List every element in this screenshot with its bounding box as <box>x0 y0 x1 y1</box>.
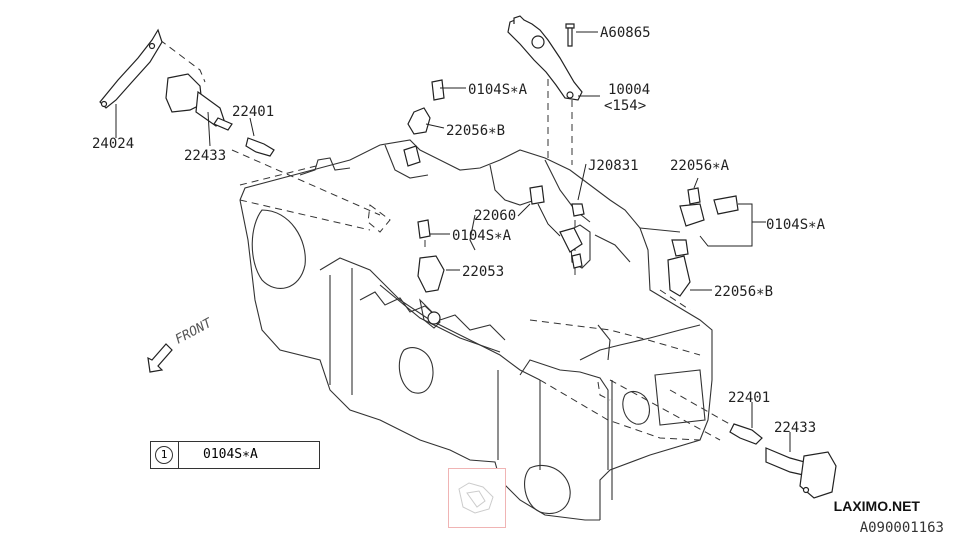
label-22056b-right: 22056∗B <box>714 284 773 300</box>
front-direction-arrow: FRONT <box>147 315 216 373</box>
label-22401-left: 22401 <box>232 104 274 120</box>
label-a60865: A60865 <box>600 25 651 41</box>
sensor-22056a-right <box>679 187 739 227</box>
label-22433-right: 22433 <box>774 420 816 436</box>
label-24024: 24024 <box>92 136 134 152</box>
engine-block <box>239 139 713 521</box>
legend-divider <box>178 442 179 468</box>
sensor-22053 <box>417 219 445 325</box>
part-labels: A60865 10004 <154> 0104S∗A 22056∗B 22401… <box>92 25 826 436</box>
spark-plug-right <box>729 423 763 445</box>
ignition-coil-left <box>165 73 233 131</box>
spark-plug-left <box>245 137 275 157</box>
diagram-code: A090001163 <box>859 520 944 536</box>
brand-watermark: LAXIMO.NET <box>833 498 920 514</box>
label-10004-qty: <154> <box>604 98 646 114</box>
ignition-coil-right <box>765 447 837 499</box>
label-22056a-right: 22056∗A <box>670 158 730 174</box>
label-22060: 22060 <box>474 208 516 224</box>
sensor-22056b-right <box>667 239 691 297</box>
sensor-22060 <box>529 185 583 269</box>
thumbnail-preview[interactable] <box>448 468 506 528</box>
sensor-22056b-top <box>403 79 445 167</box>
leader-lines <box>115 31 791 452</box>
thumbnail-sketch-icon <box>458 482 494 514</box>
bolt-a60865 <box>565 23 575 47</box>
front-label: FRONT <box>173 315 216 347</box>
bracket-24024 <box>99 28 163 109</box>
label-10004: 10004 <box>608 82 650 98</box>
legend-part-number: 0104S∗A <box>203 447 258 462</box>
label-0104sa-mid: 0104S∗A <box>452 228 512 244</box>
alignment-lines <box>159 39 741 441</box>
label-0104sa-right: 0104S∗A <box>766 217 826 233</box>
label-22433-left: 22433 <box>184 148 226 164</box>
legend-box: 1 0104S∗A <box>150 441 320 469</box>
label-22056b-top: 22056∗B <box>446 123 505 139</box>
bolt-j20831 <box>571 203 585 217</box>
label-22401-right: 22401 <box>728 390 770 406</box>
label-22053: 22053 <box>462 264 504 280</box>
legend-number: 1 <box>155 446 173 464</box>
label-0104sa-top: 0104S∗A <box>468 82 528 98</box>
label-j20831: J20831 <box>588 158 639 174</box>
